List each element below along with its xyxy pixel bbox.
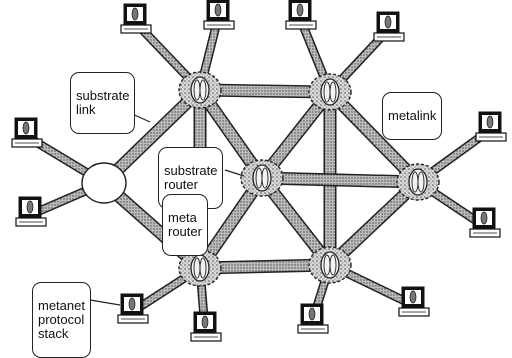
computer-icon bbox=[11, 117, 43, 148]
computer-icon bbox=[15, 196, 47, 227]
meta-router-label: meta router bbox=[162, 194, 208, 256]
substrate-link-label: substrate link bbox=[70, 72, 136, 134]
router-icon bbox=[178, 249, 222, 287]
computer-icon bbox=[297, 303, 329, 334]
computer-icon bbox=[190, 311, 222, 342]
routers bbox=[81, 71, 440, 287]
hosts bbox=[11, 0, 507, 342]
computer-icon bbox=[120, 3, 152, 34]
computer-icon bbox=[469, 207, 501, 238]
callout-leader bbox=[89, 299, 121, 306]
computer-icon bbox=[117, 293, 149, 324]
callout-leader bbox=[224, 169, 245, 177]
metanet-protocol-stack-label: metanet protocol stack bbox=[32, 282, 91, 358]
computer-icon bbox=[203, 0, 235, 30]
router-icon bbox=[81, 162, 127, 204]
computer-icon bbox=[398, 286, 430, 317]
computer-icon bbox=[285, 0, 317, 30]
router-icon bbox=[396, 163, 440, 201]
router-icon bbox=[308, 246, 352, 284]
router-icon bbox=[240, 159, 284, 197]
metalink-label: metalink bbox=[382, 92, 443, 140]
router-icon bbox=[308, 73, 352, 111]
computer-icon bbox=[373, 11, 405, 42]
router-icon bbox=[178, 71, 222, 109]
computer-icon bbox=[475, 111, 507, 142]
